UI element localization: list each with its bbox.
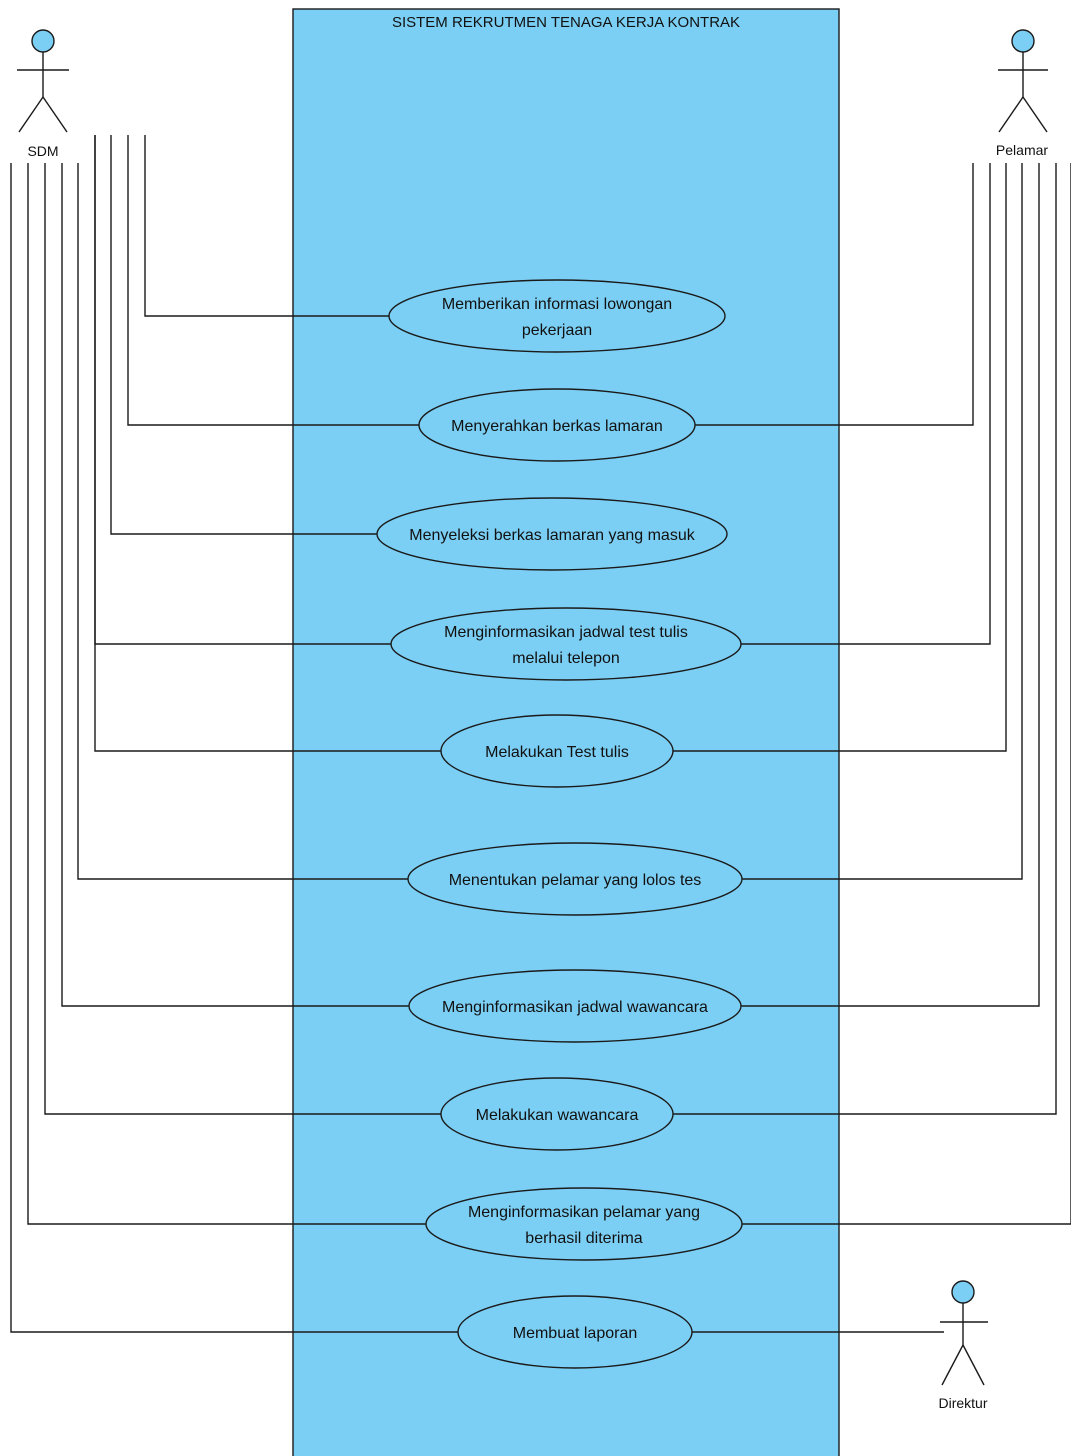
use-case-ellipse [390,607,742,681]
association-line-sdm [94,135,441,752]
use-case[interactable]: Memberikan informasi lowongan pekerjaan [388,279,726,353]
stick-figure-icon [998,29,1048,133]
use-case-ellipse [408,969,742,1043]
use-case-label: berhasil diterima [525,1230,642,1247]
use-case-ellipse [418,388,696,462]
use-case[interactable]: Melakukan Test tulis [440,714,674,788]
association-line-sdm [77,163,408,880]
association-line-sdm [44,163,441,1115]
use-case-label: Menginformasikan jadwal wawancara [442,999,708,1016]
use-case-label: Melakukan Test tulis [485,744,629,761]
actor-sdm[interactable]: SDM [17,29,69,159]
use-case-label: Menyeleksi berkas lamaran yang masuk [409,527,695,544]
system-title: SISTEM REKRUTMEN TENAGA KERJA KONTRAK [392,14,740,31]
use-case[interactable]: Menginformasikan jadwal wawancara [408,969,742,1043]
use-case-label: pekerjaan [522,322,592,339]
use-case-ellipse [407,842,743,916]
use-case[interactable]: Menentukan pelamar yang lolos tes [407,842,743,916]
association-line-pelamar [673,163,1057,1115]
use-case-label: Melakukan wawancara [476,1107,639,1124]
association-line-pelamar [742,163,1071,1225]
use-case[interactable]: Menyeleksi berkas lamaran yang masuk [376,497,728,571]
association-line-pelamar [741,163,1040,1007]
use-case-label: Menentukan pelamar yang lolos tes [449,872,702,889]
association-line-sdm [144,135,389,317]
use-case[interactable]: Menginformasikan jadwal test tulis melalu… [390,607,742,681]
use-case-ellipse [425,1187,743,1261]
use-case[interactable]: Menyerahkan berkas lamaran [418,388,696,462]
actor-label-sdm: SDM [27,143,58,159]
use-case-label: Memberikan informasi lowongan [442,296,672,313]
use-case[interactable]: Melakukan wawancara [440,1077,674,1151]
use-case-ellipse [440,1077,674,1151]
use-case-label: Menginformasikan jadwal test tulis [444,624,688,641]
use-cases: Memberikan informasi lowonganpekerjaanMe… [376,279,743,1369]
association-line-pelamar [741,163,991,645]
use-case-label: melalui telepon [512,650,620,667]
use-case-label: Membuat laporan [513,1325,638,1342]
actor-label-direktur: Direktur [938,1395,987,1411]
use-case-ellipse [457,1295,693,1369]
actor-label-pelamar: Pelamar [996,142,1048,158]
association-line-pelamar [695,163,974,426]
association-line-sdm [61,163,409,1007]
association-line-sdm [127,135,419,426]
use-case[interactable]: Membuat laporan [457,1295,693,1369]
association-line-sdm [10,163,458,1333]
use-case-label: Menyerahkan berkas lamaran [451,418,663,435]
association-line-pelamar [673,163,1007,752]
use-case-ellipse [388,279,726,353]
actor-direktur[interactable]: Direktur [938,1280,988,1411]
association-line-sdm [110,135,377,535]
use-case-label: Menginformasikan pelamar yang [468,1204,700,1221]
stick-figure-icon [17,29,69,133]
actor-pelamar[interactable]: Pelamar [996,29,1048,158]
use-case-ellipse [376,497,728,571]
association-line-pelamar [742,163,1023,880]
use-case-ellipse [440,714,674,788]
use-case[interactable]: Menginformasikan pelamar yang berhasil di… [425,1187,743,1261]
association-line-sdm [27,163,426,1225]
association-lines [10,135,1071,1333]
stick-figure-icon [940,1280,988,1386]
